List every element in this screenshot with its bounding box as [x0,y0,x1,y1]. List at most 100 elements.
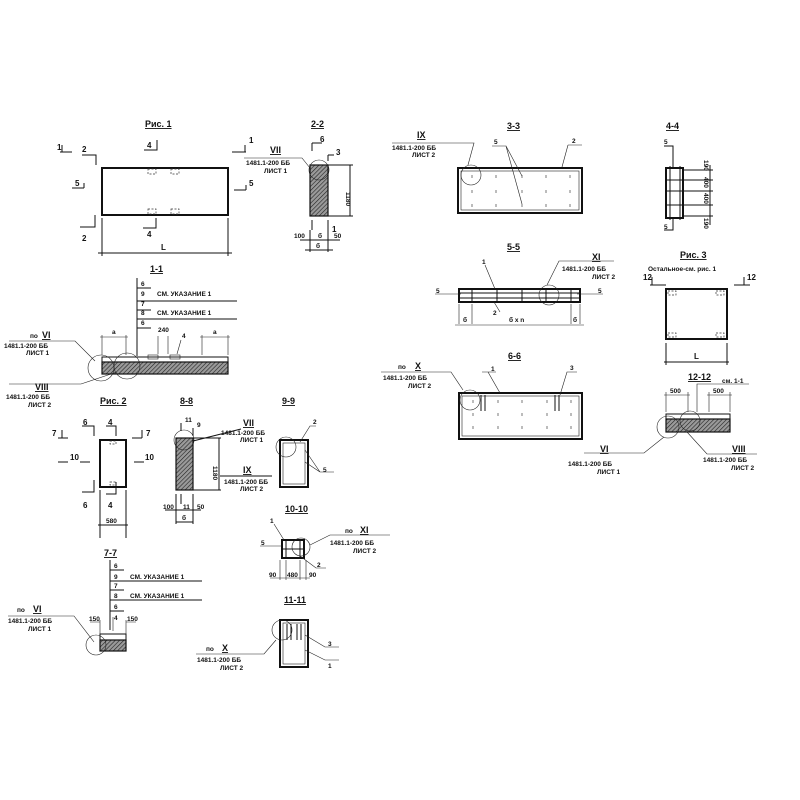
detail-ref-number: VIII [35,382,49,392]
section-mark: 5 [249,179,254,188]
mark: 1 [270,518,274,525]
section-7-7: 7-7 6 9 СМ. УКАЗАНИЕ 1 7 8 СМ. УКАЗАНИЕ … [8,548,202,656]
dimension-L: L [161,243,166,252]
detail-ref-code: 1481.1-200 ББ [703,457,747,464]
section-title: 9-9 [282,396,295,406]
dimension: a [213,329,217,336]
detail-ref-number: XI [360,525,369,535]
detail-ref-prefix: по [345,528,353,535]
detail-ref-sheet: ЛИСТ 2 [353,548,377,555]
mark: 3 [570,365,574,372]
detail-ref-sheet: ЛИСТ 2 [592,274,616,281]
dimension: 580 [106,518,117,525]
section-mark: 5 [75,179,80,188]
detail-ref-number: X [415,361,421,371]
mark: 3 [336,148,341,157]
figure-3-plan: Рис. 3 Остальное-см. рис. 1 12 12 L [643,250,756,365]
mark: 3 [328,641,332,648]
dimension: 11 [183,504,190,511]
section-mark: 6 [83,418,88,427]
section-title: 10-10 [285,504,308,514]
detail-ref-number: VI [42,330,51,340]
detail-ref-sheet: ЛИСТ 1 [264,168,288,175]
mark: 1 [332,225,337,234]
figure-title: Рис. 3 [680,250,707,260]
mark: 5 [261,540,265,547]
dimension: 190 [702,160,709,171]
mark: 5 [664,139,668,146]
detail-ref-prefix: по [398,364,406,371]
detail-ref-number: VII [270,145,281,155]
dimension: 400 [702,177,709,188]
detail-ref-prefix: по [30,333,38,340]
mark: 2 [313,419,317,426]
section-mark: 2 [82,234,87,243]
mark: 1 [482,259,486,266]
figure-subtitle: Остальное-см. рис. 1 [648,266,716,273]
section-mark: 1 [249,136,254,145]
dimension-L: L [694,352,699,361]
detail-ref-prefix: по [17,607,25,614]
layer-label: 8 [141,310,145,317]
mark: 2 [317,562,321,569]
detail-ref-prefix: по [206,646,214,653]
detail-ref-code: 1481.1-200 ББ [197,657,241,664]
detail-ref-sheet: ЛИСТ 2 [408,383,432,390]
layer-label: 9 [114,574,118,581]
section-4-4: 4-4 5 5 190 400 400 190 [664,121,713,231]
section-mark: 1 [57,143,62,152]
detail-ref-sheet: ЛИСТ 1 [597,469,621,476]
section-note: см. 1-1 [722,378,744,385]
detail-ref-sheet: ЛИСТ 2 [731,465,755,472]
detail-ref-number: VI [33,604,42,614]
detail-ref-code: 1481.1-200 ББ [4,343,48,350]
detail-ref-code: 1481.1-200 ББ [221,430,265,437]
dimension-height: 1180 [211,466,218,480]
section-mark: 4 [147,141,152,150]
section-mark: 4 [108,501,113,510]
section-mark: 10 [145,453,154,462]
section-mark: 2 [82,145,87,154]
detail-ref-sheet: ЛИСТ 2 [220,665,244,672]
dimension-height: 1180 [344,192,351,206]
section-title: 5-5 [507,242,520,252]
layer-label: 8 [114,593,118,600]
detail-ref-sheet: ЛИСТ 1 [28,626,52,633]
mark: 5 [664,224,668,231]
detail-ref-number: VII [243,418,254,428]
dimension: 50 [334,233,342,240]
detail-ref-code: 1481.1-200 ББ [6,394,50,401]
layer-note: СМ. УКАЗАНИЕ 1 [130,593,185,600]
detail-ref-number: IX [243,465,252,475]
dimension: a [112,329,116,336]
detail-ref-code: 1481.1-200 ББ [383,375,427,382]
dimension: 400 [702,193,709,204]
section-1-1: 1-1 6 9 СМ. УКАЗАНИЕ 1 7 8 СМ. УКАЗАНИЕ … [4,264,237,409]
dimension: б [182,514,186,522]
section-3-3: 3-3 5 2 IX 1481.1-200 ББ ЛИСТ 2 [392,121,583,214]
detail-ref-sheet: ЛИСТ 1 [240,437,264,444]
section-5-5: 5-5 1 2 5 5 б б x n б XI 1481.1-200 ББ Л… [435,242,616,326]
section-hatch [309,164,329,217]
detail-ref-code: 1481.1-200 ББ [568,461,612,468]
dimension: б [316,242,320,250]
detail-ref-code: 1481.1-200 ББ [246,160,290,167]
section-title: 12-12 [688,372,711,382]
figure-title: Рис. 2 [100,396,127,406]
dimension: б x n [509,316,524,324]
detail-ref-number: VIII [732,444,746,454]
dimension: б [318,232,322,240]
section-mark: 7 [52,429,57,438]
detail-ref-code: 1481.1-200 ББ [330,540,374,547]
figure-2-plan: Рис. 2 7 7 6 6 4 4 10 10 580 [52,396,154,538]
figure-1-plan: Рис. 1 1 1 2 2 4 4 5 5 L [57,119,254,256]
panel-outline [101,167,229,216]
layer-label: 7 [114,583,118,590]
mark: 9 [197,422,201,429]
section-mark: 12 [643,273,652,282]
mark: 2 [572,138,576,145]
section-10-10: 10-10 1 5 2 90 480 90 по XI 1481.1-200 Б… [260,504,390,580]
dimension: 50 [197,504,205,511]
detail-ref-number: X [222,643,228,653]
